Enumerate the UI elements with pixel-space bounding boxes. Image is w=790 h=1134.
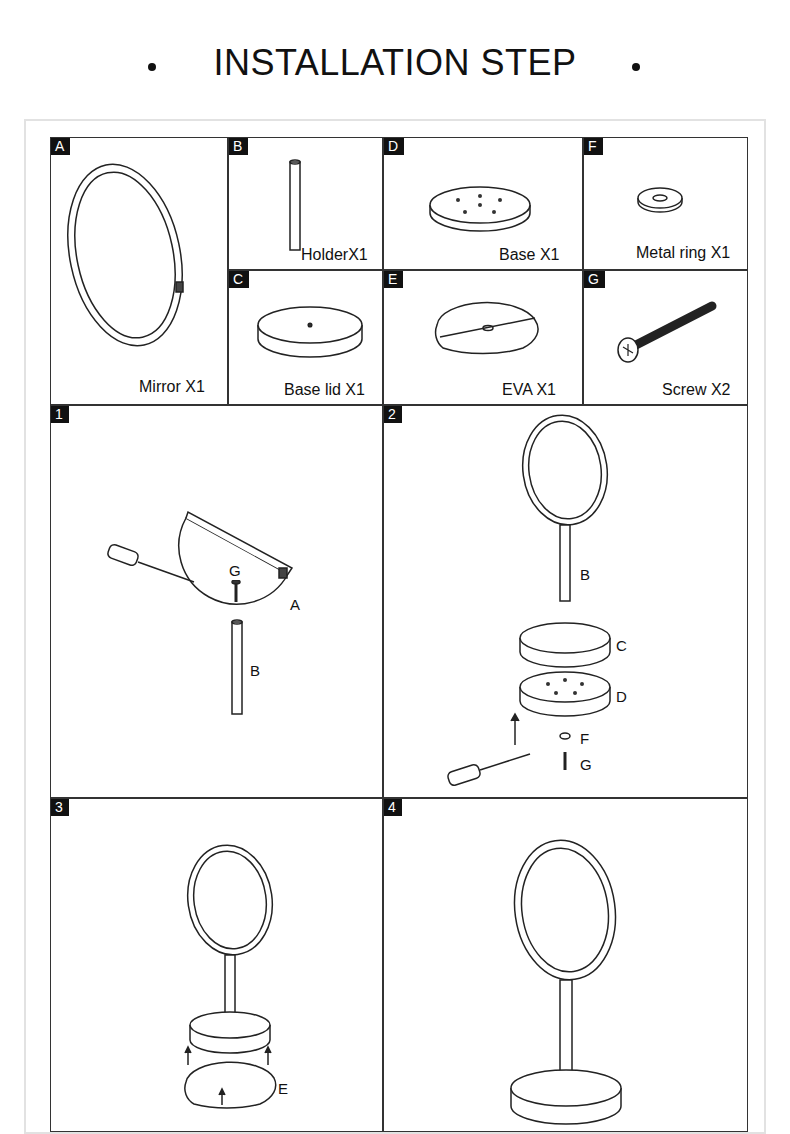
callout-letter: F <box>579 731 590 748</box>
callout-letter: G <box>579 757 593 774</box>
part-letter: E <box>384 271 403 288</box>
callout-letter: E <box>277 1081 289 1098</box>
callout-letter: B <box>249 663 261 680</box>
step-panel: 4 <box>383 798 748 1132</box>
callout-letter: D <box>615 689 628 706</box>
part-letter: C <box>229 271 249 288</box>
callout-letter: A <box>289 597 301 614</box>
part-name: Screw X2 <box>662 381 730 399</box>
step-number: 1 <box>51 406 69 423</box>
step-number: 2 <box>384 406 402 423</box>
part-name: HolderX1 <box>301 246 368 264</box>
part-letter: G <box>584 271 605 288</box>
part-panel: F Metal ring X1 <box>583 137 748 270</box>
part-letter: A <box>51 138 70 155</box>
part-panel: E EVA X1 <box>383 270 583 405</box>
callout-letter: C <box>615 638 628 655</box>
step-number: 3 <box>51 799 69 816</box>
page-title: INSTALLATION STEP <box>0 42 790 84</box>
part-letter: B <box>229 138 248 155</box>
part-letter: D <box>384 138 404 155</box>
step-panel: 2B C D FG <box>383 405 748 798</box>
callout-letter: G <box>228 563 242 580</box>
step-panel: 3E <box>50 798 383 1132</box>
part-panel: B HolderX1 <box>228 137 383 270</box>
part-name: EVA X1 <box>502 381 556 399</box>
part-name: Base X1 <box>499 246 559 264</box>
callout-letter: B <box>579 567 591 584</box>
step-panel: 1G A B <box>50 405 383 798</box>
part-panel: G Screw X2 <box>583 270 748 405</box>
part-name: Mirror X1 <box>139 378 205 396</box>
part-panel: C Base lid X1 <box>228 270 383 405</box>
part-letter: F <box>584 138 603 155</box>
part-name: Base lid X1 <box>284 381 365 399</box>
part-panel: A Mirror X1 <box>50 137 228 405</box>
step-number: 4 <box>384 799 402 816</box>
part-name: Metal ring X1 <box>636 244 730 262</box>
part-panel: D Base X1 <box>383 137 583 270</box>
